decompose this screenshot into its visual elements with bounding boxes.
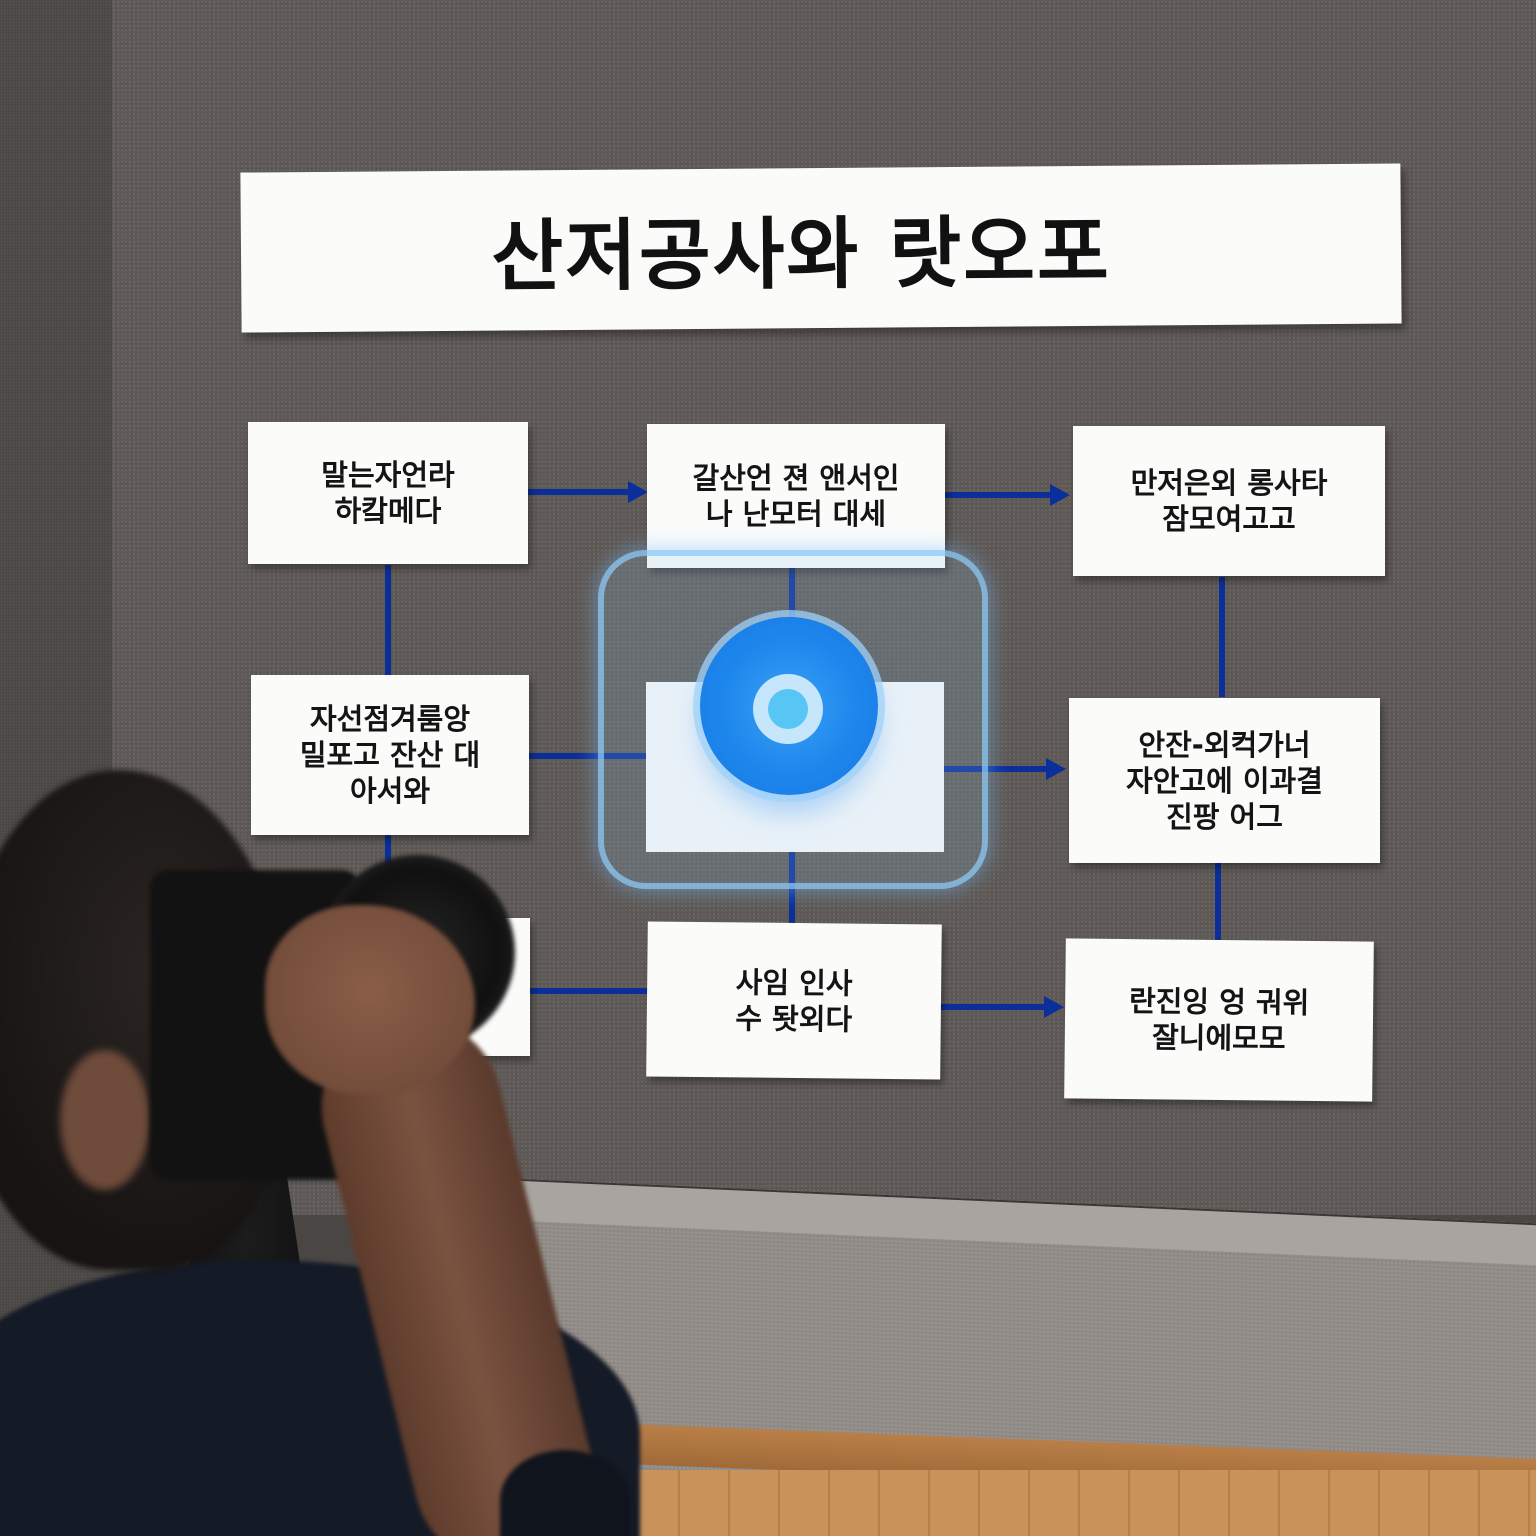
connector-n2-hub	[789, 568, 795, 618]
flow-node-2: 갈산언 젼 앤서인 나 난모터 대세	[647, 424, 945, 568]
diagram-title-board: 산저공사와 랏오포	[240, 163, 1402, 333]
connector-n3-n5	[1219, 577, 1225, 697]
flow-node-text: 만저은외 롱사타 잠모여고고	[1130, 466, 1328, 536]
connector-hub-n5	[944, 766, 1052, 772]
connector-n8-n6	[528, 988, 648, 994]
connector-n2-n3	[945, 492, 1057, 498]
flow-node-1: 말는자언라 하캌메다	[248, 422, 528, 564]
flow-node-text: 란진잉 엉 궈위 잘니에모모	[1128, 984, 1310, 1056]
flow-node-text: 사임 인사 수 돳외다	[735, 964, 853, 1037]
target-core	[768, 689, 808, 729]
connector-n4-hub	[528, 753, 648, 759]
connector-n1-n4	[385, 565, 391, 677]
flow-node-text: 안잔-외컥가너 자안고에 이과결 진팡 어그	[1126, 727, 1323, 834]
photographer-ear	[60, 1050, 150, 1190]
arrow-head-n3	[1050, 484, 1070, 506]
flow-node-5: 안잔-외컥가너 자안고에 이과결 진팡 어그	[1069, 698, 1380, 863]
arrow-head-n2	[628, 481, 648, 503]
flow-node-text: 갈산언 젼 앤서인 나 난모터 대세	[692, 461, 900, 531]
flow-node-4: 자선점겨룸앙 밀포고 잔산 대 아서와	[251, 675, 529, 835]
photographer-hand	[265, 905, 475, 1095]
connector-n6-n7	[940, 1004, 1050, 1010]
flow-node-6: 사임 인사 수 돳외다	[646, 921, 942, 1080]
photographer-sleeve	[500, 1450, 630, 1536]
flow-node-text: 자선점겨룸앙 밀포고 잔산 대 아서와	[299, 702, 481, 808]
arrow-head-n7	[1044, 996, 1064, 1018]
connector-n5-n7	[1215, 862, 1221, 942]
flow-node-7: 란진잉 엉 궈위 잘니에모모	[1064, 938, 1374, 1102]
flow-node-text: 말는자언라 하캌메다	[321, 458, 455, 528]
arrow-head-n5	[1046, 758, 1066, 780]
parquet-floor	[480, 1470, 1536, 1536]
diagram-title: 산저공사와 랏오포	[491, 207, 1112, 303]
flow-node-3: 만저은외 롱사타 잠모여고고	[1073, 426, 1385, 576]
connector-n1-n2	[528, 489, 640, 495]
